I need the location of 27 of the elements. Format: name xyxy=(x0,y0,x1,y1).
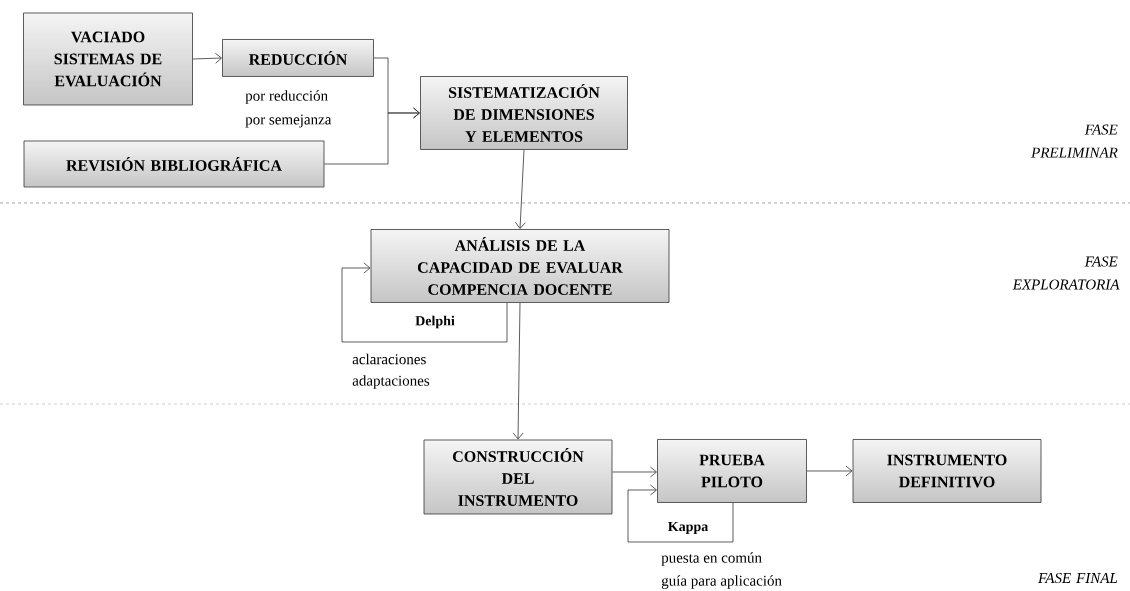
edge-label: Delphi xyxy=(415,315,455,329)
process-box: CONSTRUCCIÓN DEL INSTRUMENTO xyxy=(423,439,613,515)
process-box: VACIADO SISTEMAS DE EVALUACIÓN xyxy=(23,12,193,106)
arrow xyxy=(627,484,734,543)
process-box: INSTRUMENTO DEFINITIVO xyxy=(852,439,1042,503)
arrow xyxy=(512,302,524,440)
arrow xyxy=(806,465,853,477)
phase-label: FASE EXPLORATORIA xyxy=(1012,256,1120,290)
arrow xyxy=(612,466,657,478)
phase-label: FASE FINAL xyxy=(1038,572,1118,584)
arrow xyxy=(324,107,420,165)
note-text: puesta en común xyxy=(661,552,762,566)
arrow xyxy=(192,52,222,64)
note-text: por reducción xyxy=(245,90,328,104)
note-text: guía para aplicación xyxy=(661,575,782,589)
arrow xyxy=(514,149,526,229)
phase-label: FASE PRELIMINAR xyxy=(1031,124,1118,158)
note-text: adaptaciones xyxy=(352,375,430,389)
edge-label: Kappa xyxy=(668,521,708,535)
note-text: por semejanza xyxy=(245,114,332,128)
process-box: PRUEBA PILOTO xyxy=(657,439,807,503)
process-box: REDUCCIÓN xyxy=(222,39,374,77)
process-box: REVISIÓN BIBLIOGRÁFICA xyxy=(23,140,325,188)
process-box: SISTEMATIZACIÓN DE DIMENSIONES Y ELEMENTOS xyxy=(420,76,628,150)
note-text: aclaraciones xyxy=(352,353,426,365)
arrow xyxy=(341,262,508,343)
process-box: ANÁLISIS DE LA CAPACIDAD DE EVALUAR COMPENCIA DOCENTE xyxy=(370,229,670,303)
